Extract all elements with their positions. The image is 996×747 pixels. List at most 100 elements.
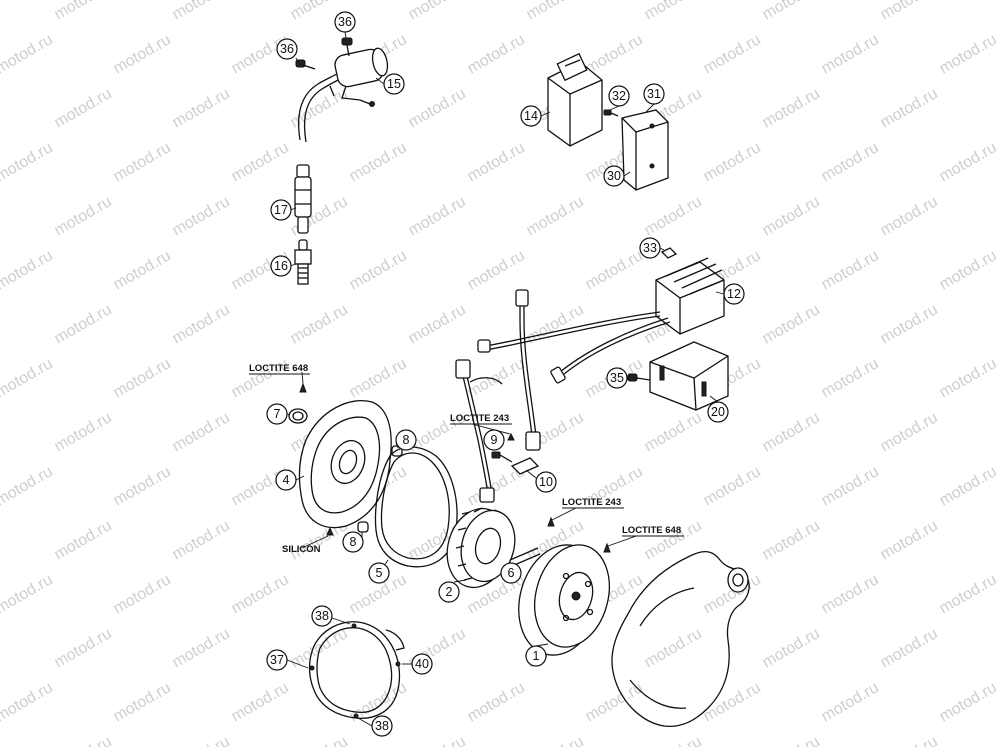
callout: 16 <box>270 255 292 277</box>
callout: 38 <box>311 605 333 627</box>
watermark-text: motod.ru <box>760 0 823 23</box>
watermark-text: motod.ru <box>701 31 764 77</box>
svg-text:33: 33 <box>643 241 657 255</box>
watermark-text: motod.ru <box>937 355 996 401</box>
ignition-cover-drawing <box>288 382 403 536</box>
watermark-text: motod.ru <box>406 193 469 239</box>
svg-text:36: 36 <box>338 15 352 29</box>
svg-text:32: 32 <box>612 89 626 103</box>
pickup-sensor-drawing <box>491 432 540 475</box>
callout: 38 <box>371 715 393 737</box>
watermark-text: motod.ru <box>819 139 882 185</box>
callout: 40 <box>411 653 433 675</box>
svg-text:6: 6 <box>508 566 515 580</box>
watermark-text: motod.ru <box>170 0 233 23</box>
callout: 32 <box>608 85 630 107</box>
watermark-text: motod.ru <box>170 517 233 563</box>
watermark-text: motod.ru <box>406 733 469 747</box>
svg-text:17: 17 <box>274 203 288 217</box>
watermark-text: motod.ru <box>170 625 233 671</box>
watermark-text: motod.ru <box>760 85 823 131</box>
svg-text:36: 36 <box>280 42 294 56</box>
svg-text:8: 8 <box>403 433 410 447</box>
watermark-text: motod.ru <box>288 301 351 347</box>
watermark-text: motod.ru <box>760 625 823 671</box>
watermark-text: motod.ru <box>701 463 764 509</box>
svg-text:20: 20 <box>711 405 725 419</box>
callout: 36 <box>276 38 298 60</box>
callout: 14 <box>520 105 542 127</box>
watermark-text: motod.ru <box>170 301 233 347</box>
watermark-text: motod.ru <box>642 193 705 239</box>
watermark-text: motod.ru <box>760 517 823 563</box>
watermark-text: motod.ru <box>0 355 56 401</box>
watermark-text: motod.ru <box>465 355 528 401</box>
cover-gasket-drawing <box>374 446 458 568</box>
watermark-text: motod.ru <box>229 571 292 617</box>
svg-text:7: 7 <box>274 407 281 421</box>
coil-screw-drawing <box>295 37 353 70</box>
watermark-text: motod.ru <box>878 301 941 347</box>
svg-text:15: 15 <box>387 77 401 91</box>
svg-text:16: 16 <box>274 259 288 273</box>
watermark-text: motod.ru <box>819 355 882 401</box>
loctite-648-note-left: LOCTITE 648 <box>249 363 308 374</box>
watermark-text: motod.ru <box>229 679 292 725</box>
watermark-text: motod.ru <box>878 517 941 563</box>
watermark-text: motod.ru <box>878 85 941 131</box>
watermark-text: motod.ru <box>878 193 941 239</box>
callout: 5 <box>368 562 390 584</box>
watermark-text: motod.ru <box>406 85 469 131</box>
watermark-text: motod.ru <box>819 679 882 725</box>
watermark-text: motod.ru <box>524 0 587 23</box>
watermark-text: motod.ru <box>583 247 646 293</box>
callout: 9 <box>483 429 505 451</box>
callout: 2 <box>438 581 460 603</box>
watermark-text: motod.ru <box>288 733 351 747</box>
flywheel-drawing <box>509 516 611 656</box>
watermark-text: motod.ru <box>111 355 174 401</box>
svg-text:14: 14 <box>524 109 538 123</box>
watermark-text: motod.ru <box>760 193 823 239</box>
callout: 1 <box>525 645 547 667</box>
spark-plug-drawing <box>294 239 312 285</box>
callouts-layer: 36 36 15 17 16 14 32 31 30 33 1 2 <box>266 11 745 737</box>
watermark-text: motod.ru <box>52 85 115 131</box>
watermark-text: motod.ru <box>52 517 115 563</box>
svg-text:31: 31 <box>647 87 661 101</box>
svg-text:10: 10 <box>539 475 553 489</box>
callout: 7 <box>266 403 288 425</box>
watermark-text: motod.ru <box>465 31 528 77</box>
callout: 4 <box>275 469 297 491</box>
watermark-text: motod.ru <box>819 463 882 509</box>
svg-text:5: 5 <box>376 566 383 580</box>
watermark-text: motod.ru <box>878 409 941 455</box>
watermark-text: motod.ru <box>937 247 996 293</box>
watermark-text: motod.ru <box>170 193 233 239</box>
watermark-text: motod.ru <box>288 85 351 131</box>
watermark-text: motod.ru <box>524 733 587 747</box>
callout: 6 <box>500 562 522 584</box>
watermark-text: motod.ru <box>878 0 941 23</box>
loctite-243-note-center: LOCTITE 243 <box>450 413 509 424</box>
watermark-text: motod.ru <box>288 625 351 671</box>
callout: 17 <box>270 199 292 221</box>
svg-text:30: 30 <box>607 169 621 183</box>
svg-text:8: 8 <box>350 535 357 549</box>
watermark-text: motod.ru <box>583 679 646 725</box>
watermark-text: motod.ru <box>170 733 233 747</box>
leader-lines <box>286 31 725 727</box>
watermark-text: motod.ru <box>347 355 410 401</box>
callout: 36 <box>334 11 356 33</box>
watermark-text: motod.ru <box>937 139 996 185</box>
watermark-text: motod.ru <box>819 31 882 77</box>
watermark-text: motod.ru <box>524 193 587 239</box>
callout: 8 <box>395 429 417 451</box>
watermark-text: motod.ru <box>0 571 56 617</box>
svg-text:35: 35 <box>610 371 624 385</box>
watermark-text: motod.ru <box>229 139 292 185</box>
watermark-text: motod.ru <box>937 463 996 509</box>
notes-layer: LOCTITE 648 LOCTITE 243 LOCTITE 243 LOCT… <box>249 363 684 555</box>
watermark-text: motod.ru <box>701 139 764 185</box>
callout: 33 <box>639 237 661 259</box>
